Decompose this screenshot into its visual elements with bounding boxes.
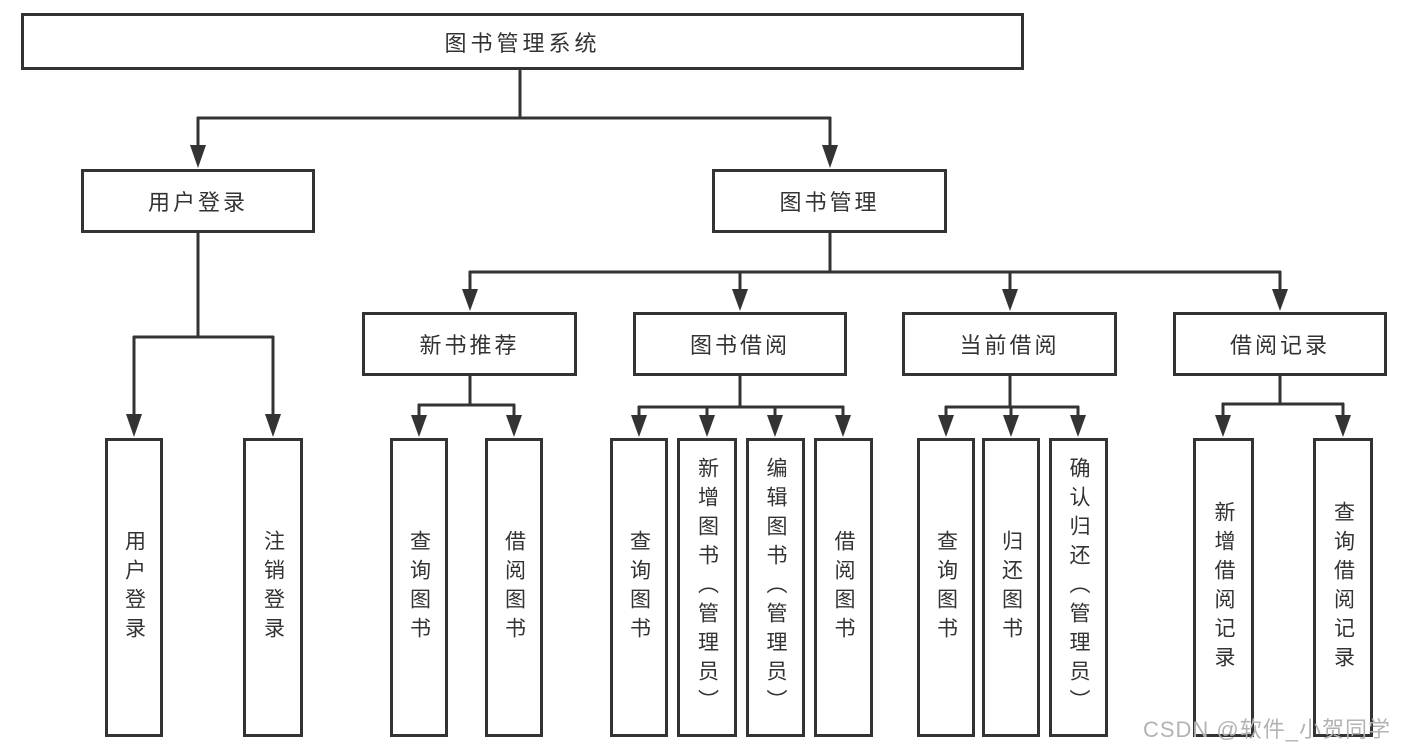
leaf-recommend-borrow-books: 借阅图书: [485, 438, 543, 737]
leaf-borrow-add-books-admin: 新增图书（管理员）: [677, 438, 737, 737]
node-new-book-rec: 新书推荐: [362, 312, 577, 376]
leaf-borrow-borrow-books: 借阅图书: [814, 438, 873, 737]
arrowhead: [411, 415, 427, 437]
leaf-label: 查询借阅记录: [1331, 500, 1355, 675]
leaf-label: 新增图书（管理员）: [695, 457, 719, 718]
leaf-recommend-query-books: 查询图书: [390, 438, 448, 737]
arrowhead: [631, 415, 647, 437]
arrowhead: [1272, 289, 1288, 311]
arrowhead: [190, 145, 206, 168]
leaf-borrow-query-books: 查询图书: [610, 438, 668, 737]
leaf-label: 确认归还（管理员）: [1067, 457, 1090, 718]
leaf-borrow-edit-books-admin: 编辑图书（管理员）: [746, 438, 805, 737]
arrowhead: [1335, 415, 1351, 437]
arrowhead: [1070, 415, 1086, 437]
node-root: 图书管理系统: [21, 13, 1024, 70]
leaf-label: 用户登录: [122, 529, 146, 646]
arrowhead: [767, 415, 783, 437]
node-current-borrow: 当前借阅: [902, 312, 1117, 376]
arrowhead: [506, 415, 522, 437]
connector-root: [196, 70, 832, 147]
arrowhead: [1003, 415, 1019, 437]
arrowhead: [835, 415, 851, 437]
leaf-records-add-record: 新增借阅记录: [1193, 438, 1254, 737]
arrowhead: [265, 414, 281, 437]
arrowhead: [1002, 289, 1018, 311]
node-user-login: 用户登录: [81, 169, 315, 233]
arrowhead: [699, 415, 715, 437]
node-borrow-records: 借阅记录: [1173, 312, 1387, 376]
leaf-records-query-record: 查询借阅记录: [1313, 438, 1373, 737]
arrowhead: [732, 289, 748, 311]
connector-book-mgmt: [468, 233, 1282, 291]
csdn-watermark: CSDN @软件_小贺同学: [1142, 717, 1391, 742]
node-book-borrow: 图书借阅: [633, 312, 847, 376]
leaf-label: 查询图书: [627, 529, 651, 646]
leaf-current-query-books: 查询图书: [917, 438, 975, 737]
leaf-label: 归还图书: [999, 529, 1023, 646]
connector-user-login: [132, 233, 275, 416]
leaf-label: 借阅图书: [832, 529, 855, 646]
leaf-label: 新增借阅记录: [1212, 500, 1235, 675]
leaf-current-confirm-return-admin: 确认归还（管理员）: [1049, 438, 1108, 737]
arrowhead: [938, 415, 954, 437]
node-book-mgmt: 图书管理: [712, 169, 947, 233]
arrowhead: [462, 289, 478, 311]
leaf-current-return-books: 归还图书: [982, 438, 1040, 737]
connector-book-borrow: [637, 376, 845, 417]
leaf-label: 查询图书: [407, 529, 431, 646]
leaf-logout: 注销登录: [243, 438, 303, 737]
leaf-label: 查询图书: [934, 529, 958, 646]
connector-borrow-records: [1221, 376, 1345, 417]
arrowhead: [126, 414, 142, 437]
connector-current-borrow: [944, 376, 1080, 417]
arrowhead: [822, 145, 838, 168]
arrowhead: [1215, 415, 1231, 437]
leaf-label: 编辑图书（管理员）: [764, 457, 787, 718]
leaf-label: 注销登录: [261, 529, 285, 646]
leaf-user-login: 用户登录: [105, 438, 163, 737]
leaf-label: 借阅图书: [502, 529, 526, 646]
connector-new-book-rec: [417, 376, 516, 417]
